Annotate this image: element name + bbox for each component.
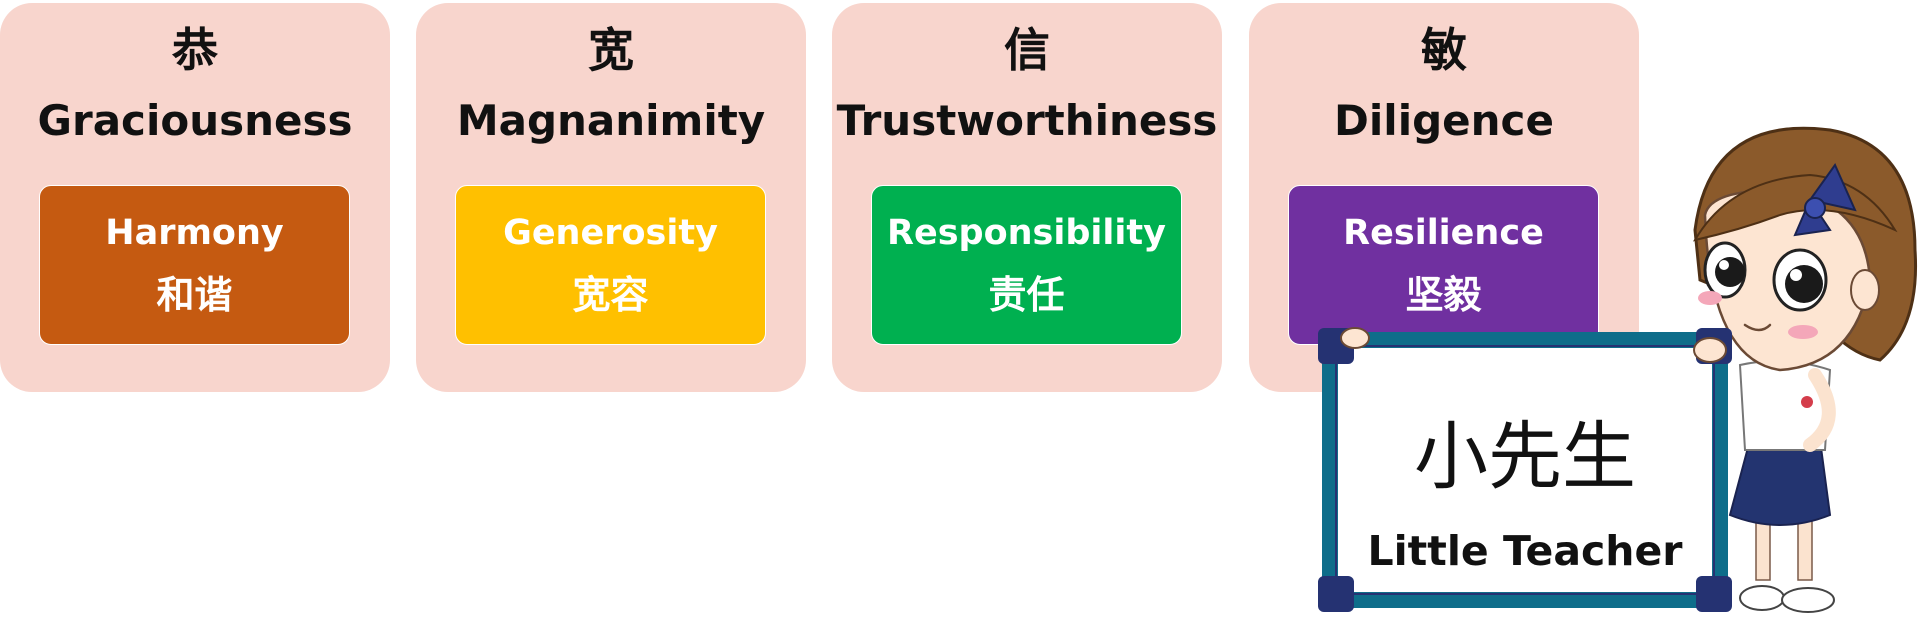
mascot-eyes — [1703, 241, 1828, 312]
mascot-hand — [1340, 327, 1370, 349]
value-english: Generosity — [503, 213, 718, 253]
little-teacher-mascot: 小先生 Little Teacher — [1318, 126, 1918, 613]
virtue-english-name: Diligence — [1334, 96, 1554, 145]
mascot-legs — [1739, 509, 1835, 613]
value-chinese: 宽容 — [572, 273, 649, 317]
value-box-harmony: Harmony 和谐 — [39, 185, 350, 345]
virtue-chinese-character: 恭 — [172, 23, 218, 77]
value-chinese: 坚毅 — [1405, 273, 1482, 317]
virtue-card-diligence: 敏 Diligence Resilience 坚毅 — [1249, 3, 1639, 392]
value-english: Harmony — [105, 213, 284, 253]
virtue-chinese-character: 敏 — [1421, 23, 1467, 77]
value-chinese: 责任 — [988, 273, 1065, 317]
virtue-card-magnanimity: 宽 Magnanimity Generosity 宽容 — [416, 3, 806, 392]
virtue-english-name: Trustworthiness — [836, 96, 1218, 145]
value-english: Resilience — [1343, 213, 1544, 253]
virtue-chinese-character: 信 — [1004, 23, 1050, 77]
mascot-hand — [1693, 337, 1727, 363]
virtue-english-name: Magnanimity — [456, 96, 766, 145]
mascot-skirt — [1728, 439, 1832, 526]
value-english: Responsibility — [887, 213, 1166, 253]
sign-english-text: Little Teacher — [1367, 527, 1683, 575]
little-teacher-sign: 小先生 Little Teacher — [1318, 328, 1732, 612]
hair-bow-icon — [1793, 162, 1857, 237]
virtue-card-graciousness: 恭 Graciousness Harmony 和谐 — [0, 3, 390, 392]
virtue-card-trustworthiness: 信 Trustworthiness Responsibility 责任 — [832, 3, 1222, 392]
virtue-chinese-character: 宽 — [588, 23, 634, 77]
sign-chinese-text: 小先生 — [1414, 414, 1636, 500]
virtue-english-name: Graciousness — [37, 96, 353, 145]
school-badge-icon — [1801, 396, 1813, 408]
value-box-resilience: Resilience 坚毅 — [1288, 185, 1599, 345]
mascot-arm — [1803, 368, 1836, 452]
value-box-generosity: Generosity 宽容 — [455, 185, 766, 345]
value-box-responsibility: Responsibility 责任 — [871, 185, 1182, 345]
value-chinese: 和谐 — [156, 273, 233, 317]
